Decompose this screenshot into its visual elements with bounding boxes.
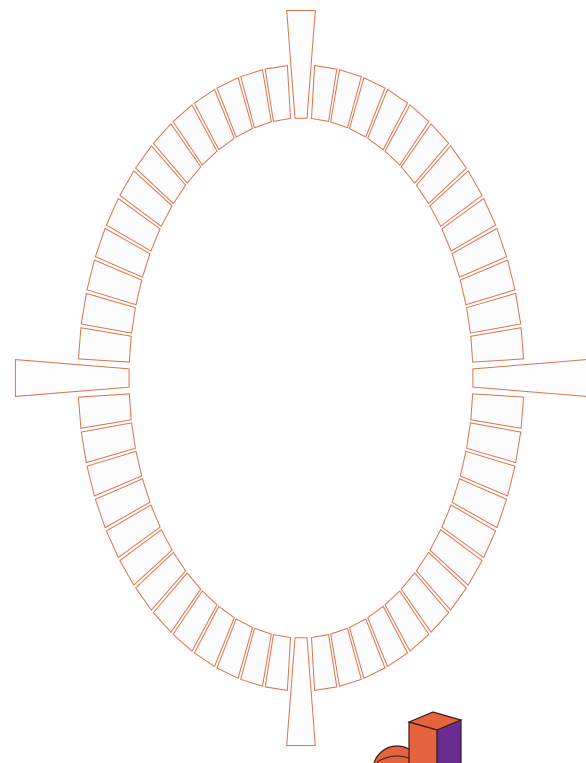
keystone-right: [473, 360, 586, 397]
cropped-logo-icon: [365, 710, 495, 763]
voussoir-stone: [471, 328, 524, 362]
voussoir-stone: [78, 394, 131, 428]
ring-stones: [78, 66, 523, 691]
voussoir-stone: [78, 328, 131, 362]
keystone-left: [15, 360, 129, 397]
ring-keys: [15, 11, 586, 746]
keystone-top: [287, 11, 316, 119]
keystone-bottom: [287, 638, 316, 746]
voussoir-stone: [471, 394, 524, 428]
logo-cube-icon: [409, 712, 461, 763]
